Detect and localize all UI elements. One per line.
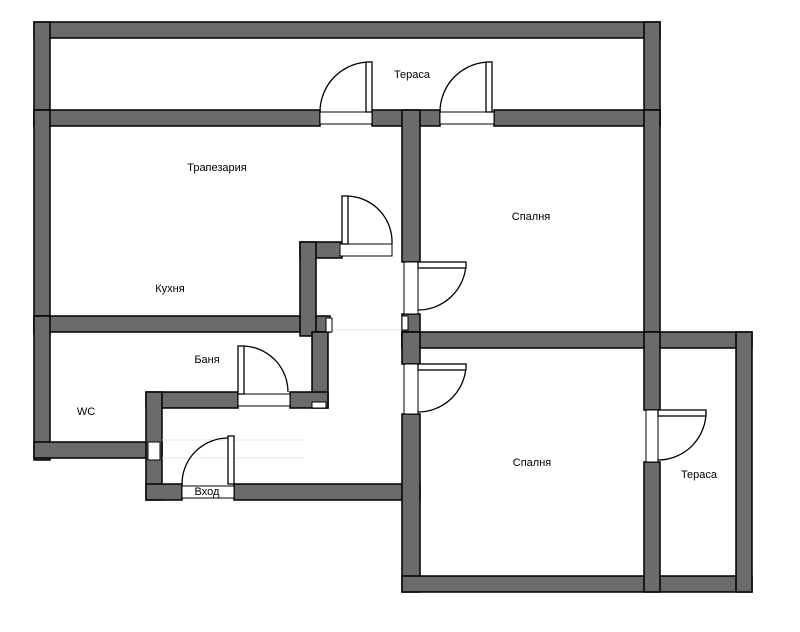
wall-bedroom-bottom-left-a <box>401 331 421 365</box>
wall-left-dining <box>33 109 51 335</box>
label-entrance: Вход <box>195 486 220 498</box>
wall-bedroom-terrace-b <box>643 461 661 593</box>
label-wc: WC <box>77 406 95 418</box>
wall-bedroom-bottom-left-b <box>401 413 421 593</box>
label-kitchen: Кухня <box>155 283 184 295</box>
label-terrace-right: Тераса <box>681 469 718 481</box>
wall-left-wc <box>33 315 51 461</box>
wall-entrance-bottom-b <box>233 483 421 501</box>
wall-bottom <box>401 575 753 593</box>
wall-entrance-bottom-a <box>145 483 183 501</box>
room-labels: Тераса Трапезария Спалня Кухня Баня WC С… <box>77 69 718 498</box>
wall-terrace-inner-c <box>493 109 661 127</box>
wall-between-bedrooms <box>401 331 753 349</box>
door-bathroom <box>237 345 291 407</box>
door-terrace-left <box>319 61 373 125</box>
wall-corridor-left-upper <box>299 241 317 337</box>
door-entrance <box>181 435 235 499</box>
door-terrace-right-room <box>645 409 707 463</box>
wall-terrace-right-outer <box>735 331 753 593</box>
wall-bottom-wc <box>33 441 163 459</box>
door-bedroom-bottom <box>403 363 467 415</box>
wall-terrace-inner-a <box>33 109 321 127</box>
label-bedroom-bottom: Спалня <box>513 457 552 469</box>
label-bathroom: Баня <box>194 354 219 366</box>
walls <box>33 21 753 593</box>
label-bedroom-top: Спалня <box>512 211 551 223</box>
door-jambs <box>311 315 409 409</box>
door-dining <box>339 195 393 257</box>
wall-bedroom-top-right <box>643 109 661 349</box>
door-terrace-right <box>439 61 495 125</box>
wall-kitchen-bath <box>33 315 331 333</box>
wall-bedroom-terrace-a <box>643 331 661 411</box>
wall-bedroom-top-left-a <box>401 109 421 263</box>
door-bedroom-top <box>403 261 467 315</box>
door-wc <box>147 441 161 461</box>
label-terrace-top: Тераса <box>394 69 431 81</box>
wall-terrace-top <box>33 21 661 39</box>
label-dining: Трапезария <box>187 162 247 174</box>
